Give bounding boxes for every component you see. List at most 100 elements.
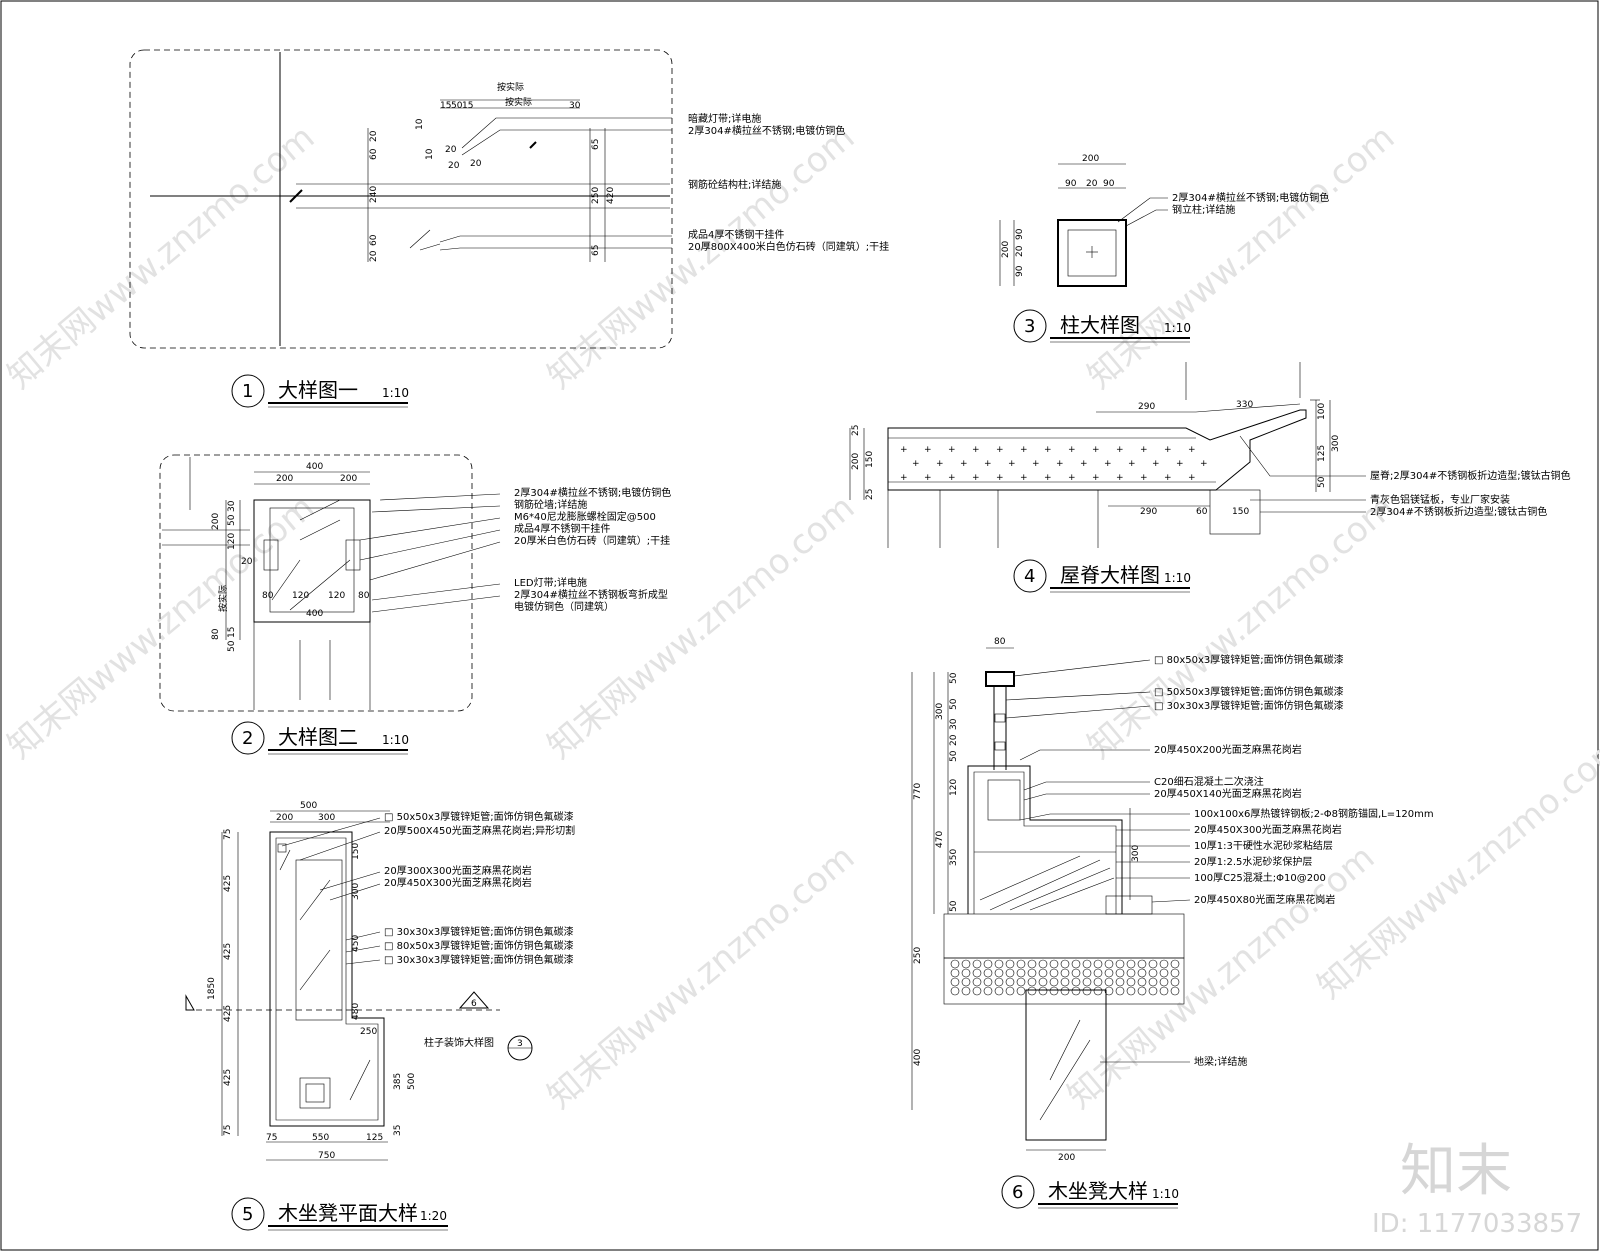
detail-3-number-circle [1013, 309, 1047, 343]
gravel-stone [1159, 959, 1169, 969]
watermark-text: 知末网www.znzmo.com [540, 837, 862, 1116]
detail-6-title: 木坐凳大样 [1048, 1179, 1148, 1203]
dim-text: 10 [415, 118, 425, 130]
gravel-stone [1060, 986, 1070, 996]
dim-text: 90 [1065, 179, 1077, 189]
dim-text: 1850 [207, 977, 217, 1000]
gravel-stone [950, 986, 960, 996]
gravel-stone [1038, 986, 1048, 996]
hatch-mark: + [984, 459, 992, 469]
dim-text: 300 [1331, 435, 1341, 452]
hatch-mark: + [924, 473, 932, 483]
dim-text: 80 [211, 628, 221, 640]
gravel-stone [994, 959, 1004, 969]
ridge-hatch: +++++++++++++++++++++++++++++++++++++++ [900, 445, 1208, 483]
note-text: 20厚450X140光面芝麻黑花岗岩 [1154, 787, 1302, 800]
note-text: 20厚450X80光面芝麻黑花岗岩 [1194, 893, 1335, 906]
section-mark: 6 [471, 999, 477, 1009]
dim-text: 20 [949, 734, 959, 746]
dim-text: 300 [351, 883, 361, 900]
gravel-stone [1016, 986, 1026, 996]
bench-outline [269, 831, 385, 1127]
note-text: 暗藏灯带;详电施 [688, 112, 761, 125]
gravel-stone [1027, 968, 1037, 978]
note-text: 10厚1:3干硬性水泥砂浆粘结层 [1194, 839, 1333, 852]
dim-text: 90 [1015, 265, 1025, 277]
gravel-stone [1038, 959, 1048, 969]
gravel-stone [1093, 968, 1103, 978]
gravel-stone [950, 959, 960, 969]
gravel-stone [1159, 968, 1169, 978]
gravel-stone [1148, 959, 1158, 969]
dim-text: 75 [266, 1133, 277, 1143]
dim-text: 200 [211, 513, 221, 530]
note-text: C20细石混凝土二次浇注 [1154, 775, 1264, 788]
dim-text: 150 [865, 451, 875, 468]
gravel-stone [1082, 986, 1092, 996]
dim-text: 20 [1015, 245, 1025, 257]
dim-text: 450 [351, 935, 361, 952]
dim-text: 200 [340, 474, 357, 484]
gravel-stone [1126, 977, 1136, 987]
detail-5-number: 5 [242, 1204, 253, 1225]
watermark-text: 知末网www.znzmo.com [1080, 117, 1402, 396]
gravel-stone [1038, 977, 1048, 987]
gravel-stone [1060, 968, 1070, 978]
hatch-mark: + [1188, 473, 1196, 483]
gravel-stone [983, 986, 993, 996]
watermark-id: ID: 1177033857 [1372, 1209, 1582, 1239]
gravel-stone [1093, 959, 1103, 969]
gravel-pattern [950, 959, 1180, 996]
gravel-stone [994, 977, 1004, 987]
gravel-stone [1060, 977, 1070, 987]
dim-text: 60 [369, 234, 379, 246]
hatch-mark: + [1020, 473, 1028, 483]
detail-2-number: 2 [242, 728, 253, 749]
dim-text: 20 [470, 159, 482, 169]
note-text: □ 50x50x3厚镀锌矩管;面饰仿铜色氟碳漆 [384, 810, 574, 823]
gravel-stone [1137, 977, 1147, 987]
gravel-stone [983, 959, 993, 969]
note-text: 20厚500X450光面芝麻黑花岗岩;异形切割 [384, 824, 575, 837]
dim-text: 400 [913, 1049, 923, 1066]
note-text: 2厚304#横拉丝不锈钢;电镀仿铜色 [688, 124, 845, 137]
detail-5: 500 200 300 75 425 425 425 425 75 1850 1… [185, 801, 575, 1231]
detail-1: 按实际 按实际 15 50 15 30 10 20 10 20 20 20 60… [129, 49, 889, 408]
gravel-stone [1027, 977, 1037, 987]
detail-4-scale: 1:10 [1164, 571, 1191, 585]
gravel-stone [1082, 968, 1092, 978]
detail-2-title: 大样图二 [278, 725, 358, 749]
watermark-logo: 知末 [1400, 1139, 1512, 1204]
gravel-stone [1170, 968, 1180, 978]
detail-6: 80 50 300 50 30 20 50 120 470 350 [911, 637, 1434, 1209]
hatch-mark: + [1176, 459, 1184, 469]
dim-text: 200 [276, 474, 293, 484]
gravel-stone [1016, 977, 1026, 987]
gravel-stone [961, 986, 971, 996]
note-text: 钢筋砼墙;详结施 [514, 498, 587, 511]
hatch-mark: + [1044, 473, 1052, 483]
detail-3-number: 3 [1024, 316, 1035, 337]
gravel-stone [1093, 977, 1103, 987]
gravel-stone [983, 968, 993, 978]
note-text: LED灯带;详电施 [514, 576, 587, 589]
dim-text: 20 [1086, 179, 1098, 189]
detail-2-frame [159, 454, 473, 712]
ref-number: 3 [517, 1039, 523, 1049]
dim-text: 90 [1103, 179, 1115, 189]
dim-text: 80 [262, 591, 274, 601]
detail-1-number: 1 [242, 381, 253, 402]
dim-text: 200 [851, 453, 861, 470]
gravel-stone [1148, 968, 1158, 978]
gravel-stone [1016, 959, 1026, 969]
note-text: 20厚1:2.5水泥砂浆保护层 [1194, 855, 1312, 868]
note-text: 电镀仿铜色（同建筑） [514, 600, 614, 613]
note-text: 2厚304#横拉丝不锈钢板弯折成型 [514, 588, 668, 601]
dim-text: 550 [312, 1133, 329, 1143]
gravel-layer [943, 957, 1185, 1005]
note-text: 20厚450X300光面芝麻黑花岗岩 [384, 876, 532, 889]
gravel-stone [950, 968, 960, 978]
ridge-section [887, 409, 1307, 491]
note-text: 2厚304#横拉丝不锈钢;电镀仿铜色 [1172, 191, 1329, 204]
